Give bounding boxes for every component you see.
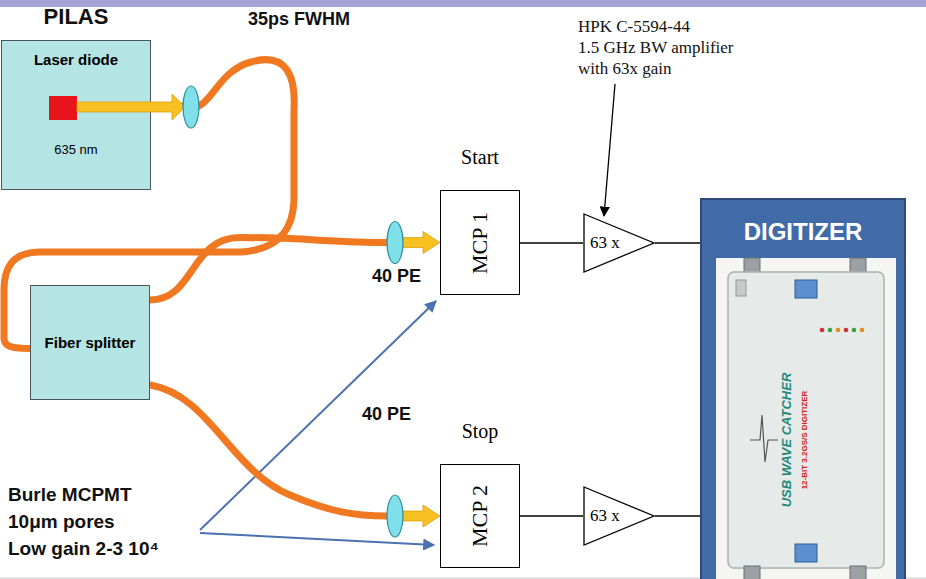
lens [387,495,403,537]
label-holder: with 63x gain [578,59,672,79]
fiber-connector [150,385,440,537]
status-led [860,328,865,333]
dig-illustration [702,200,908,579]
bnc-connector [850,566,866,579]
annotation-text: 35ps FWHM [248,9,350,30]
digitizer-device [728,272,884,568]
laser-box: PILASLaser diode635 nm [1,40,151,190]
input-panel [795,544,817,562]
amplifier-triangle: 63 x [583,213,655,273]
fiber-connector [150,222,440,301]
light-arrow [401,505,440,527]
label-holder: 35ps FWHM [248,9,350,30]
label-holder: 10μm pores [8,511,115,533]
status-led [836,328,841,333]
annotation-text: 40 PE [362,404,411,425]
label-holder: 40 PE [362,404,411,425]
annotation-text: with 63x gain [578,59,672,79]
label-holder: 12-BIT 3.2GS/S DIGITIZER [800,391,809,490]
laser-chip [49,96,77,120]
node-text: MCP 1 [467,211,493,273]
wire [655,242,700,244]
status-led [844,328,849,333]
status-led [852,328,857,333]
node-text: MCP 2 [467,485,493,547]
mcp-box: StopMCP 2 [440,464,520,568]
leader-arrow [604,84,615,216]
signal-wire [520,243,583,244]
light-arrow [77,94,185,120]
annotation-text: HPK C-5594-44 [578,17,690,37]
lens [387,222,403,264]
annotation-text: 1.5 GHz BW amplifier [578,38,733,58]
optical-fiber [150,385,387,516]
channel-heading: Start [461,145,499,169]
label-holder: 1.5 GHz BW amplifier [578,38,733,58]
system-heading: PILAS [44,3,109,31]
bnc-connector [744,566,760,579]
usb-port [736,280,746,296]
label-holder: Burle MCPMT [8,484,132,506]
device-print: USB WAVE CATCHER [779,373,794,508]
signal-wire [520,516,583,517]
label-holder: Low gain 2-3 10⁴ [8,538,159,560]
node-text: 63 x [590,506,620,526]
node-text: DIGITIZER [744,218,863,246]
optical-fiber [150,238,387,301]
node-text: Fiber splitter [45,334,136,351]
channel-heading: Stop [462,419,499,443]
node-text: 63 x [590,233,620,253]
annotation-text: 40 PE [372,266,421,287]
wire [655,515,700,517]
amplifier-symbol [584,214,654,272]
annotation-text: Low gain 2-3 10⁴ [8,538,159,560]
signal-wire [655,243,700,244]
mcp-box: StartMCP 1 [440,190,520,295]
node-text: 635 nm [54,142,97,157]
label-holder: USB WAVE CATCHER [779,373,794,508]
device-print: 12-BIT 3.2GS/S DIGITIZER [800,391,809,490]
digitizer-panel: DIGITIZER [700,198,906,579]
annotation-text: Burle MCPMT [8,484,132,506]
splitter-box: Fiber splitter [30,285,150,400]
signal-wire [655,516,700,517]
annotation-text: 10μm pores [8,511,115,533]
node-text: Laser diode [34,51,118,68]
wire [520,242,583,244]
lens [183,86,199,128]
wire [520,515,583,517]
label-holder: 40 PE [372,266,421,287]
input-panel [795,280,817,298]
amplifier-symbol [584,487,654,545]
photo-ground [716,258,896,579]
label-holder: HPK C-5594-44 [578,17,690,37]
status-led [828,328,833,333]
light-arrow [401,232,440,254]
top-band [0,0,926,7]
amplifier-triangle: 63 x [583,486,655,546]
leader-arrow [200,301,436,530]
waveform-icon [750,415,778,462]
status-led [820,328,825,333]
